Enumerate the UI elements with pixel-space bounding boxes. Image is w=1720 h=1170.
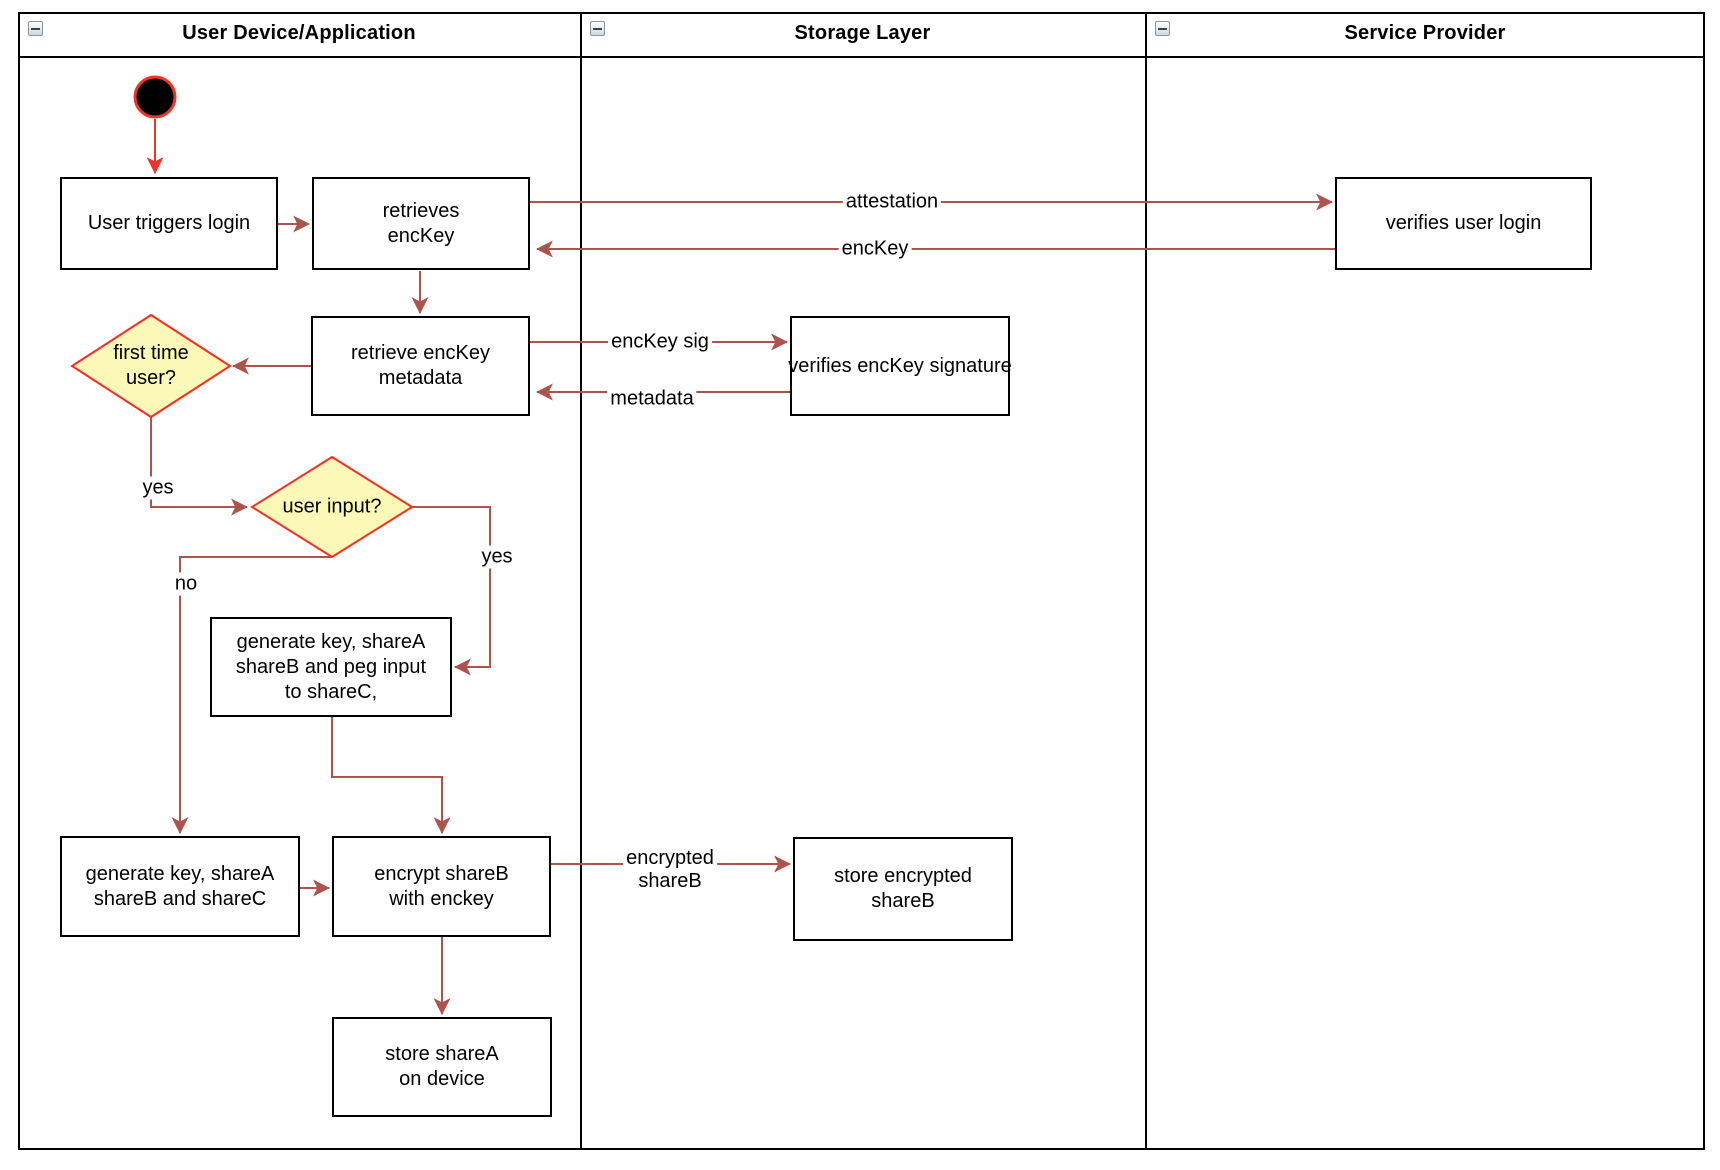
decision-user-input-label: user input? xyxy=(282,495,382,518)
node-verifies-user-login[interactable]: verifies user login xyxy=(1335,177,1592,270)
decision-first-time-user-label: first time user? xyxy=(113,342,189,389)
lane-divider-1 xyxy=(580,12,582,1150)
minus-icon xyxy=(593,27,602,30)
node-store-sharea[interactable]: store shareA on device xyxy=(332,1017,552,1117)
edge-label-yes-user-input: yes xyxy=(478,545,516,569)
header-divider xyxy=(18,56,1705,58)
node-verifies-enckey-signature[interactable]: verifies encKey signature xyxy=(788,316,1012,416)
edge-label-metadata: metadata xyxy=(607,387,697,411)
node-generate-key-peg-input[interactable]: generate key, shareA shareB and peg inpu… xyxy=(210,617,452,717)
edge-generate-peg-to-encrypt xyxy=(331,717,451,835)
start-node[interactable] xyxy=(133,75,177,119)
collapse-button-lane-2[interactable] xyxy=(590,21,605,36)
minus-icon xyxy=(1158,27,1167,30)
edge-yes-to-user-input xyxy=(150,417,249,516)
node-generate-key-abc[interactable]: generate key, shareA shareB and shareC xyxy=(60,836,300,937)
decision-user-input[interactable] xyxy=(250,455,414,559)
edge-label-encrypted-shareb: encrypted shareB xyxy=(623,847,717,893)
edge-label-no-user-input: no xyxy=(171,572,201,596)
node-user-triggers-login[interactable]: User triggers login xyxy=(60,177,278,270)
lane-title-service-provider: Service Provider xyxy=(1344,22,1506,44)
edge-yes-to-generate-peg xyxy=(412,506,491,676)
decision-first-time-user[interactable] xyxy=(70,313,232,419)
edge-label-attestation: attestation xyxy=(842,190,942,214)
collapse-button-lane-3[interactable] xyxy=(1155,21,1170,36)
lane-title-user-device: User Device/Application xyxy=(182,22,416,44)
edge-label-yes-first-time: yes xyxy=(139,476,177,500)
node-retrieve-enckey-metadata[interactable]: retrieve encKey metadata xyxy=(311,316,530,416)
collapse-button-lane-1[interactable] xyxy=(28,21,43,36)
node-retrieves-enckey[interactable]: retrieves encKey xyxy=(312,177,530,270)
lane-title-storage-layer: Storage Layer xyxy=(794,22,931,44)
lane-divider-2 xyxy=(1145,12,1147,1150)
minus-icon xyxy=(31,27,40,30)
node-encrypt-shareb[interactable]: encrypt shareB with enckey xyxy=(332,836,551,937)
node-store-encrypted-shareb[interactable]: store encrypted shareB xyxy=(793,837,1013,941)
edge-no-to-generate-abc xyxy=(171,556,332,835)
edge-label-enckey: encKey xyxy=(838,237,912,261)
edge-label-enckey-sig: encKey sig xyxy=(608,330,712,354)
